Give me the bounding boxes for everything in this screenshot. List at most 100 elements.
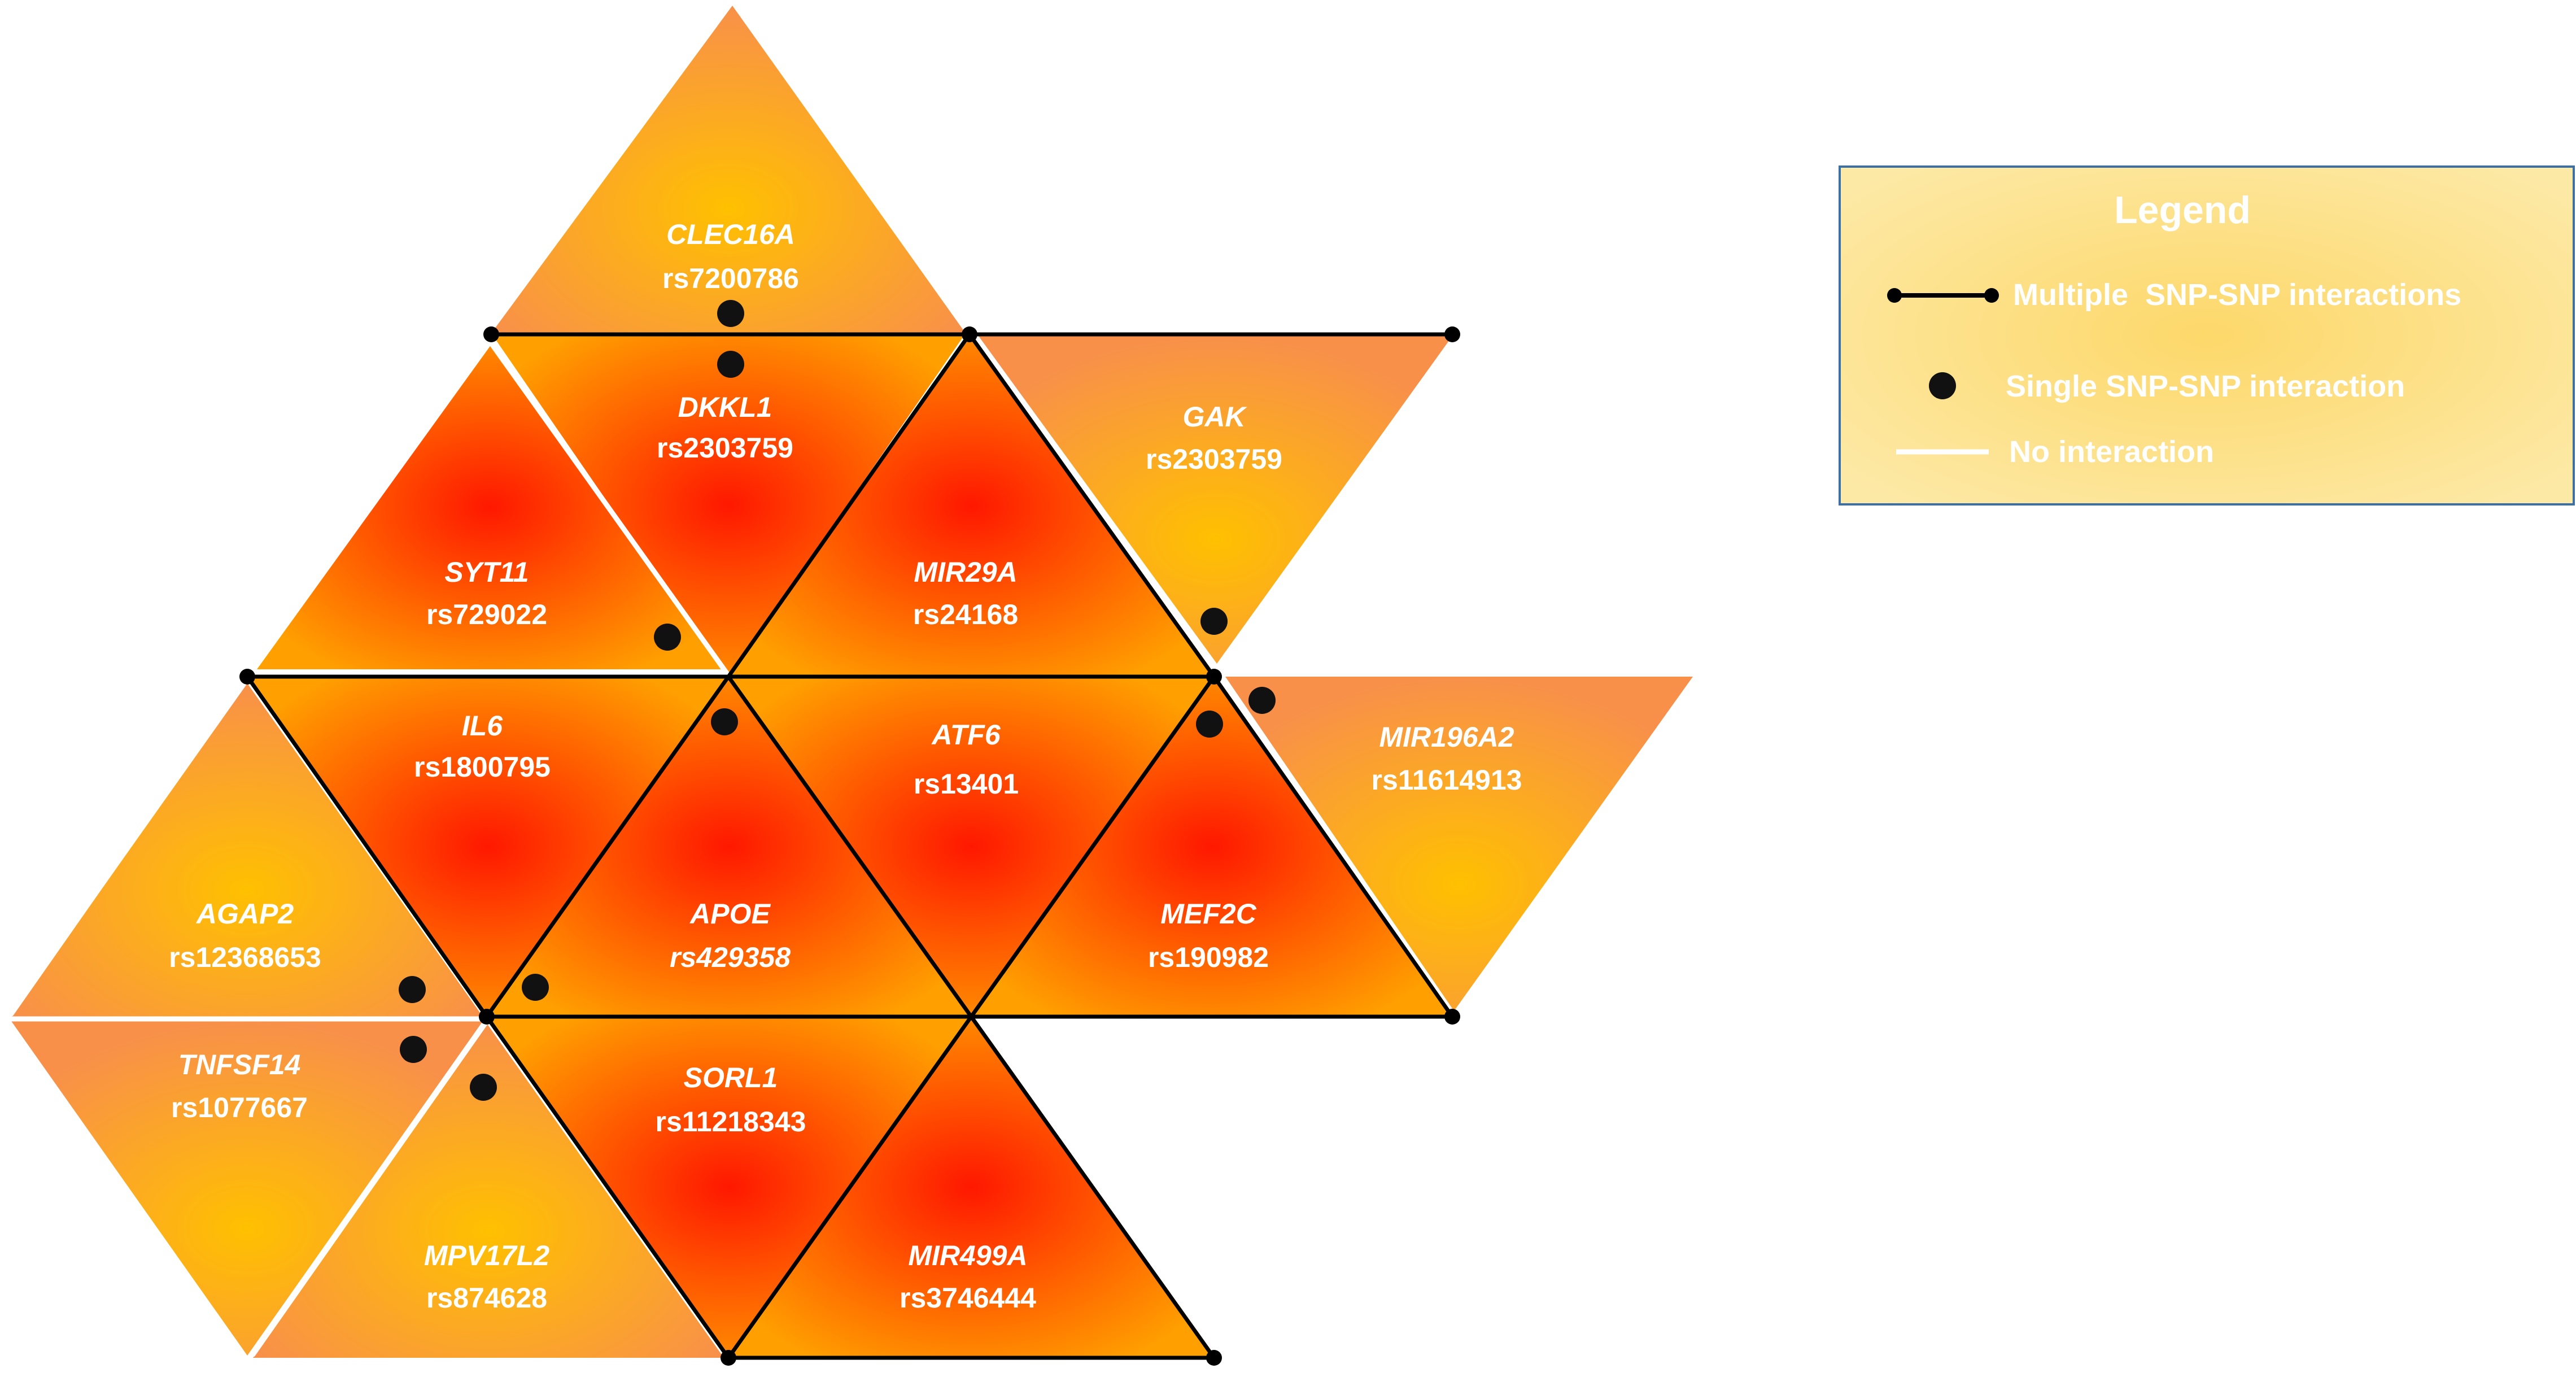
tile-mir29a-shape: [728, 336, 1214, 677]
tile-mpv17l2-shape: [253, 1023, 724, 1358]
edge-node: [479, 1009, 495, 1025]
tile-mir29a-gene: MIR29A: [914, 556, 1017, 588]
tile-mir196a2-snp: rs11614913: [1372, 764, 1522, 796]
single-interaction-dot: [717, 300, 744, 327]
tile-tnfsf14-snp: rs1077667: [171, 1092, 308, 1123]
tile-il6-snp: rs1800795: [414, 751, 551, 783]
interaction-edge: [484, 1014, 731, 1360]
tile-agap2-shape: [11, 683, 483, 1017]
tile-apoe-snp: rs429358: [670, 942, 791, 973]
edge-node: [1444, 326, 1460, 342]
tile-sorl1-shape: [487, 1017, 971, 1358]
tile-gak-shape: [979, 336, 1452, 664]
edge-node: [1206, 669, 1222, 685]
tile-gak-snp: rs2303759: [1146, 443, 1282, 475]
tile-atf6: ATF6 rs13401: [728, 677, 1214, 1017]
tile-il6: IL6 rs1800795: [247, 677, 728, 1017]
tile-mpv17l2: MPV17L2 rs874628: [253, 1023, 724, 1358]
tile-mpv17l2-snp: rs874628: [426, 1282, 547, 1314]
tile-mir196a2: MIR196A2 rs11614913: [1225, 677, 1693, 1011]
tile-tnfsf14: TNFSF14 rs1077667: [11, 1021, 483, 1356]
legend-item-multiple: Multiple SNP-SNP interactions: [1887, 278, 2461, 312]
tile-dkkl1: DKKL1 rs2303759: [491, 333, 966, 678]
legend-item-label: Multiple SNP-SNP interactions: [2013, 278, 2461, 312]
tile-mef2c: MEF2C rs190982: [971, 677, 1452, 1017]
tile-mir196a2-shape: [1225, 677, 1693, 1011]
interaction-edge: [726, 1014, 973, 1360]
tile-agap2-gene: AGAP2: [195, 898, 294, 930]
tile-atf6-gene: ATF6: [931, 719, 1001, 751]
tile-atf6-snp: rs13401: [914, 768, 1019, 800]
edge-node: [1444, 1009, 1460, 1025]
tile-agap2-snp: rs12368653: [169, 942, 321, 973]
tile-mef2c-gene: MEF2C: [1160, 898, 1256, 930]
interaction-edge: [726, 674, 973, 1019]
tile-syt11-gene: SYT11: [444, 556, 529, 588]
single-interaction-dot: [654, 624, 681, 651]
tile-mir29a-snp: rs24168: [913, 599, 1018, 630]
no-interaction-edge: [8, 674, 250, 1017]
single-interaction-dot: [400, 1036, 427, 1063]
tile-dkkl1-shape: [491, 333, 966, 678]
legend-title: Legend: [2114, 189, 2251, 232]
tile-mef2c-snp: rs190982: [1148, 942, 1269, 973]
legend-node-icon: [1887, 288, 1902, 303]
tile-agap2: AGAP2 rs12368653: [11, 683, 483, 1017]
edge-node: [721, 1350, 736, 1366]
tile-il6-gene: IL6: [462, 710, 503, 742]
interaction-edge: [967, 332, 1216, 679]
edge-node: [962, 326, 977, 342]
legend-node-icon: [1984, 288, 1999, 303]
interaction-edge: [969, 674, 1216, 1019]
tile-clec16a-snp: rs7200786: [662, 263, 799, 294]
single-interaction-dot: [522, 974, 549, 1001]
interaction-edge: [245, 674, 489, 1019]
tile-mpv17l2-gene: MPV17L2: [424, 1240, 550, 1271]
tile-gak-gene: GAK: [1182, 401, 1247, 433]
tile-apoe-shape: [487, 677, 971, 1017]
tile-mir499a: MIR499A rs3746444: [728, 1017, 1214, 1358]
tile-atf6-shape: [728, 677, 1214, 1017]
tile-syt11-snp: rs729022: [426, 599, 547, 630]
single-interaction-dot: [1200, 608, 1228, 635]
single-interaction-dots: [399, 300, 1276, 1101]
no-interaction-edge: [488, 341, 731, 678]
tile-dkkl1-snp: rs2303759: [657, 432, 793, 464]
no-interaction-edges: [8, 341, 731, 1357]
single-interaction-dot: [711, 708, 738, 735]
interaction-edge: [484, 674, 731, 1019]
tile-clec16a-gene: CLEC16A: [666, 219, 795, 250]
edge-node: [1206, 1350, 1222, 1366]
tile-syt11-shape: [257, 345, 723, 669]
single-interaction-dot: [399, 976, 426, 1003]
tile-il6-shape: [247, 677, 728, 1017]
legend-item-label: No interaction: [2009, 435, 2214, 469]
tile-mef2c-shape: [971, 677, 1452, 1017]
single-interaction-dot: [1196, 711, 1223, 738]
tile-mir499a-gene: MIR499A: [908, 1240, 1027, 1271]
interaction-edge: [1212, 674, 1455, 1019]
edge-node: [239, 669, 255, 685]
tile-apoe: APOE rs429358: [487, 677, 971, 1017]
tile-gak: GAK rs2303759: [979, 336, 1452, 664]
no-interaction-edge: [250, 1018, 490, 1357]
tile-sorl1-snp: rs11218343: [656, 1106, 806, 1138]
tile-sorl1-gene: SORL1: [684, 1062, 778, 1093]
legend-item-single: Single SNP-SNP interaction: [1929, 369, 2405, 403]
single-interaction-dot: [470, 1074, 497, 1101]
tile-apoe-gene: APOE: [689, 898, 771, 930]
tile-tnfsf14-shape: [11, 1021, 483, 1356]
edge-node: [483, 326, 499, 342]
interaction-edge: [969, 1014, 1216, 1360]
tile-clec16a: CLEC16A rs7200786: [491, 6, 966, 333]
single-interaction-dot: [1248, 687, 1276, 714]
single-interaction-dot: [717, 351, 744, 378]
tile-mir499a-snp: rs3746444: [900, 1282, 1036, 1314]
legend-dot-icon: [1929, 372, 1956, 399]
edge-endpoints: [239, 326, 1460, 1366]
tile-mir29a: MIR29A rs24168: [728, 336, 1214, 677]
legend-item-label: Single SNP-SNP interaction: [2006, 369, 2405, 403]
legend-item-none: No interaction: [1896, 435, 2214, 469]
tile-mir499a-shape: [728, 1017, 1214, 1358]
